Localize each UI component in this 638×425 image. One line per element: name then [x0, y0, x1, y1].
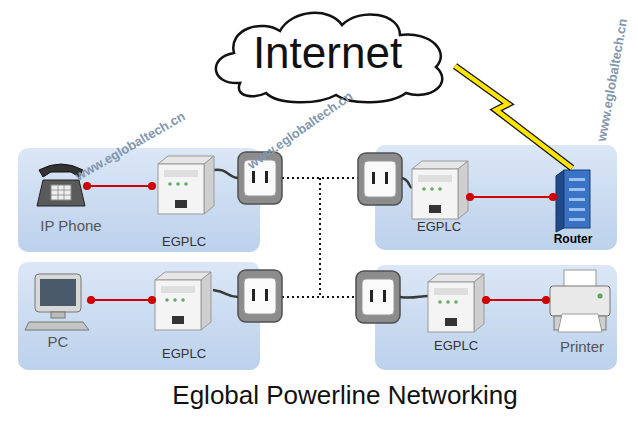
- ethernet-cable: [486, 299, 546, 301]
- adapter-node: EGPLC: [408, 160, 470, 220]
- adapter-node: EGPLC: [152, 270, 216, 332]
- device-label: EGPLC: [162, 347, 206, 361]
- device-node: PC: [25, 273, 91, 331]
- device-node: Printer: [546, 268, 614, 336]
- device-label: Router: [554, 233, 593, 246]
- device-label: EGPLC: [162, 235, 206, 249]
- egplc-adapter: [158, 156, 214, 214]
- room-panel: [375, 265, 617, 370]
- ethernet-cable: [470, 196, 553, 198]
- adapter-node: EGPLC: [152, 152, 216, 218]
- wireless-link: [455, 66, 572, 168]
- room-panel: [18, 148, 260, 252]
- watermark: www.eglobaltech.cn: [594, 17, 630, 142]
- device-label: EGPLC: [417, 220, 461, 234]
- cloud-node: Internet: [200, 5, 455, 105]
- power-cord: [213, 170, 428, 298]
- power-outlet: [358, 153, 402, 205]
- egplc-adapter: [412, 161, 468, 219]
- router-icon: [556, 170, 590, 232]
- printer-icon: [550, 270, 610, 332]
- node-title: Internet: [253, 31, 402, 75]
- cloud-outline: [216, 13, 442, 102]
- room-panel: [18, 262, 260, 370]
- diagram-caption: Eglobal Powerline Networking: [172, 381, 517, 410]
- room-panel: [375, 145, 617, 250]
- device-label: EGPLC: [434, 339, 478, 353]
- power-outlet: [356, 271, 400, 323]
- lightning-outline: [455, 66, 572, 168]
- device-label: Printer: [560, 339, 604, 356]
- router-node: Router: [553, 168, 593, 232]
- egplc-adapter: [155, 272, 211, 330]
- ethernet-cable: [91, 299, 152, 301]
- pc-icon: [25, 274, 89, 330]
- power-outlet: [238, 270, 282, 322]
- device-label: IP Phone: [40, 218, 101, 235]
- powerline-wire: [282, 178, 358, 297]
- device-label: PC: [48, 334, 69, 351]
- adapter-node: EGPLC: [426, 273, 486, 333]
- egplc-adapter: [428, 274, 484, 332]
- ethernet-cable: [87, 185, 152, 187]
